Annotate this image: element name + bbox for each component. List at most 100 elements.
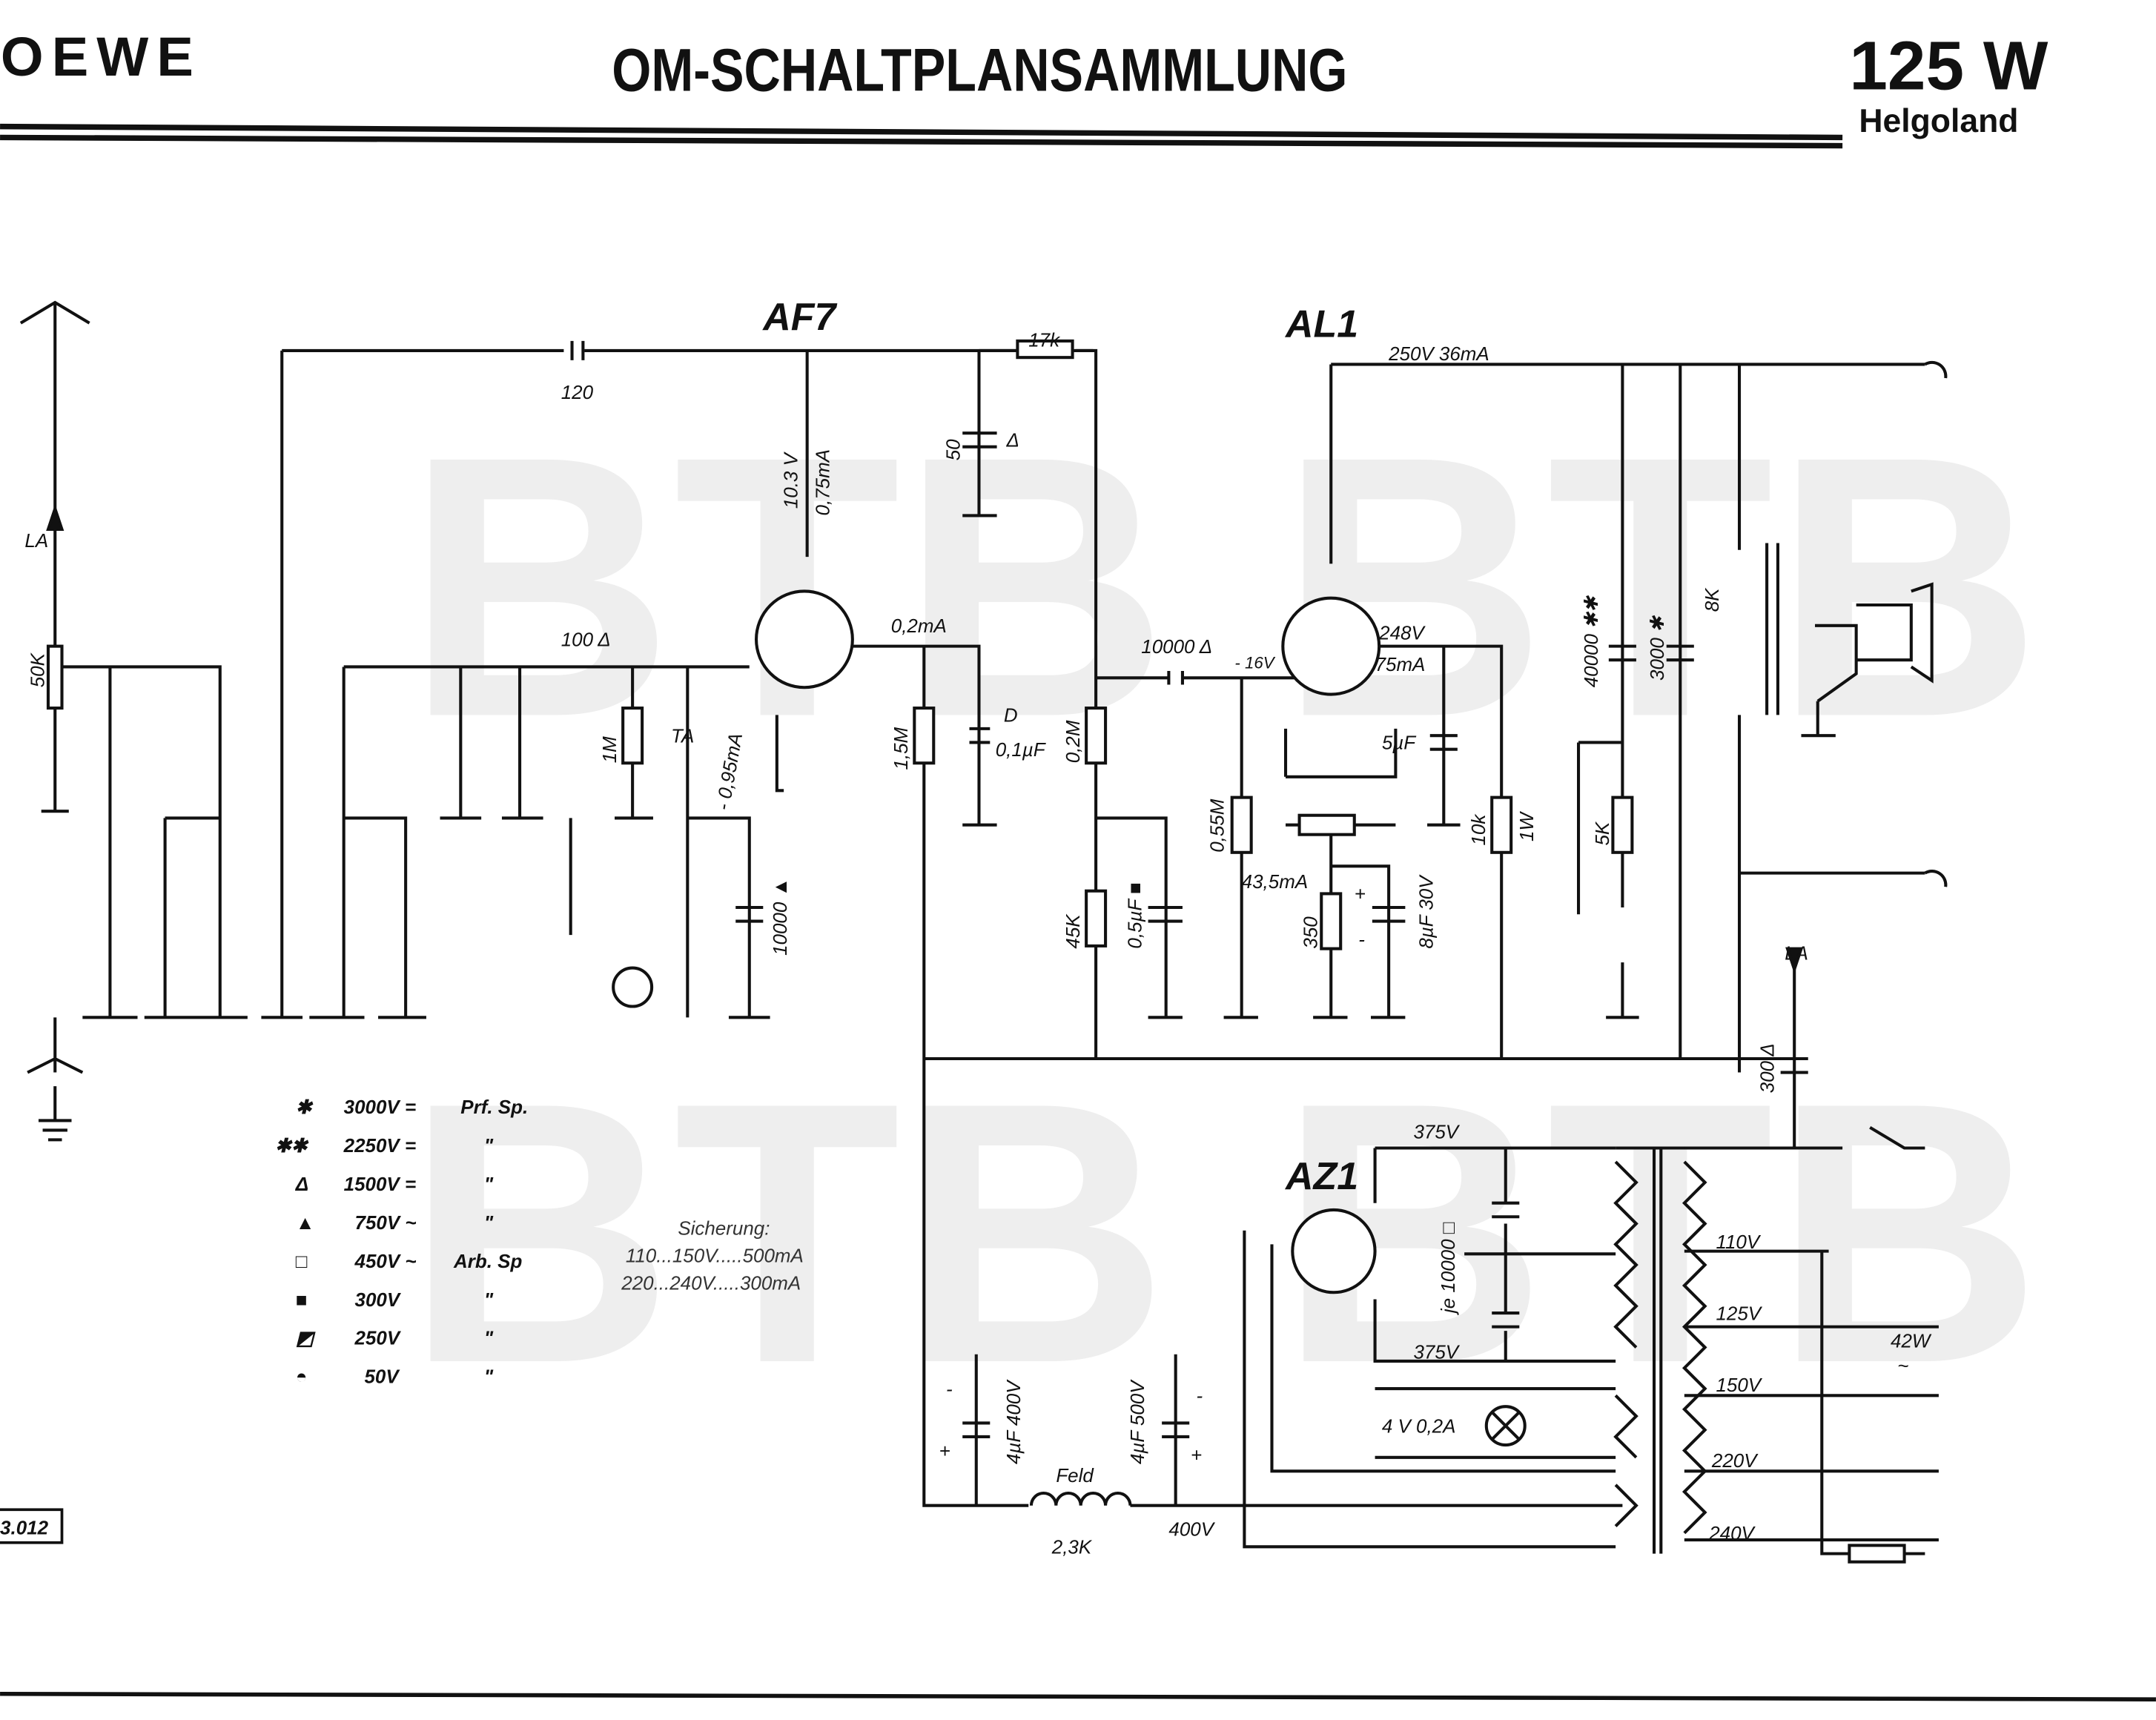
label: 3000 ✱ xyxy=(1646,615,1668,681)
la-arrow-icon xyxy=(46,503,65,532)
pickup-socket xyxy=(612,966,654,1008)
label: Feld xyxy=(1056,1464,1094,1486)
label: 120 xyxy=(561,381,594,403)
legend-row: ▲750V ~" xyxy=(296,1211,494,1234)
legend-row: ✱3000V =Prf. Sp. xyxy=(296,1096,528,1118)
tube-label-az1: AZ1 xyxy=(1284,1155,1358,1198)
label: 1,5M xyxy=(890,727,912,770)
fuse-note: Sicherung: 110...150V.....500mA 220...24… xyxy=(621,1217,804,1294)
label: 350 xyxy=(1300,916,1322,949)
label: 10k xyxy=(1467,813,1489,846)
lamp-cross xyxy=(1490,1411,1521,1441)
tube-al1 xyxy=(1281,596,1381,696)
legend-row: ✱✱2250V =" xyxy=(275,1134,494,1157)
label: 110V xyxy=(1716,1231,1761,1253)
watermark: BTB BTB BTB BTB xyxy=(406,380,2042,1440)
label: + xyxy=(939,1440,950,1462)
legend-symbol: Δ xyxy=(295,1173,308,1195)
legend-row: ◓ 50V " xyxy=(296,1366,494,1388)
volume-potentiometer xyxy=(46,644,64,710)
resistor-5k xyxy=(1611,796,1634,854)
header-rule xyxy=(0,123,1843,149)
label: 125V xyxy=(1716,1302,1762,1324)
model-number: 125 W xyxy=(1849,27,2048,105)
label: 248V xyxy=(1378,621,1426,644)
resistor-0-55m xyxy=(1230,796,1253,854)
legend-symbol: ◓ xyxy=(296,1366,308,1388)
label: 375V xyxy=(1414,1340,1461,1363)
label: 8K xyxy=(1701,587,1723,612)
label: TA xyxy=(671,724,694,747)
label: + xyxy=(1355,883,1366,905)
label: 0,2M xyxy=(1062,720,1084,763)
label: + xyxy=(1191,1443,1202,1466)
label: 4µF 400V xyxy=(1002,1379,1025,1464)
label: 375V xyxy=(1414,1121,1461,1143)
fuse-title: Sicherung: xyxy=(678,1217,770,1239)
label: 43,5mA xyxy=(1242,870,1308,893)
capacitor-plates xyxy=(570,340,1808,1439)
label: ~ xyxy=(1897,1354,1908,1377)
legend-note: " xyxy=(484,1211,494,1234)
label: 17k xyxy=(1028,328,1061,351)
label: 42W xyxy=(1891,1329,1932,1352)
legend-voltage: 50V xyxy=(365,1366,401,1388)
fuse-row: 220...240V.....300mA xyxy=(621,1272,801,1294)
label: 240V xyxy=(1708,1522,1756,1544)
label: 10000 ▲ xyxy=(769,878,791,956)
label: 0,75mA xyxy=(811,449,833,515)
label: 40000 ✱✱ xyxy=(1580,595,1602,687)
label: 0,5µF ■ xyxy=(1123,882,1145,948)
resistor-1m xyxy=(621,707,644,765)
label: D xyxy=(1004,704,1018,727)
label: 100 Δ xyxy=(561,629,611,651)
resistor-350 xyxy=(1320,892,1343,950)
label: 8µF 30V xyxy=(1415,874,1437,949)
label: 1M xyxy=(598,736,621,763)
legend-note: " xyxy=(484,1289,494,1311)
legend-voltage: 250V xyxy=(354,1327,402,1349)
legend-voltage: 2250V = xyxy=(343,1134,416,1157)
legend-voltage: 1500V = xyxy=(344,1173,416,1195)
legend-note: Arb. Sp xyxy=(453,1250,522,1272)
legend-note: " xyxy=(484,1366,494,1388)
resistor-1-5m xyxy=(913,707,936,765)
label: 400V xyxy=(1168,1518,1215,1540)
label: je 10000 □ xyxy=(1437,1222,1459,1315)
header: LOEWE OM-SCHALTPLANSAMMLUNG 125 W Helgol… xyxy=(0,26,2156,1701)
label: 250V 36mA xyxy=(1388,343,1489,365)
label: 1W xyxy=(1515,811,1538,841)
legend-voltage: 750V ~ xyxy=(355,1211,417,1234)
brand-logo: LOEWE xyxy=(0,26,202,87)
page-code-box xyxy=(0,1508,64,1544)
components xyxy=(46,339,1906,1564)
label: 4 V 0,2A xyxy=(1382,1415,1456,1437)
legend-symbol: ✱✱ xyxy=(275,1134,309,1157)
legend-symbol: □ xyxy=(296,1250,308,1272)
label: LA xyxy=(1785,942,1808,964)
resistor-10k xyxy=(1490,796,1513,854)
label: 10000 Δ xyxy=(1141,635,1212,658)
label: 0,2mA xyxy=(891,615,947,637)
label: 220V xyxy=(1711,1449,1759,1472)
page-title: OM-SCHALTPLANSAMMLUNG xyxy=(612,36,1347,104)
footer-rule xyxy=(0,1691,2156,1701)
model-name: Helgoland xyxy=(1859,103,2018,139)
bias-potentiometer xyxy=(1297,813,1356,836)
page-code: 3.012 xyxy=(0,1517,49,1539)
label: Δ xyxy=(1006,429,1019,452)
fuse xyxy=(1848,1544,1906,1564)
legend-row: □450V ~Arb. Sp xyxy=(296,1250,523,1272)
tube-af7 xyxy=(755,589,854,689)
legend-symbol: ✱ xyxy=(296,1096,314,1118)
label: - xyxy=(1358,928,1365,950)
label: 50K xyxy=(26,652,48,687)
legend-row: ■300V" xyxy=(296,1289,494,1311)
label: 75mA xyxy=(1375,653,1426,675)
watermark-text: BTB xyxy=(406,1026,1168,1440)
label: 45K xyxy=(1062,913,1084,949)
watermark-text: BTB xyxy=(1279,380,2042,794)
